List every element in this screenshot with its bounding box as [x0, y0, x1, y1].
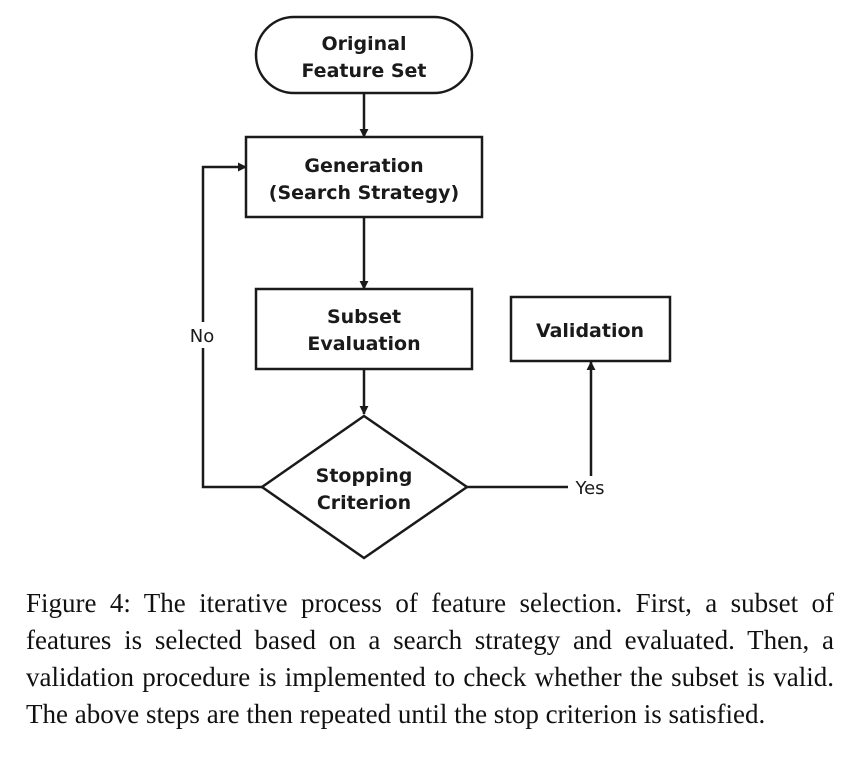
node-original-line2: Feature Set [301, 60, 426, 82]
edge-label-yes: Yes [574, 478, 604, 499]
figure-caption: Figure 4: The iterative process of featu… [26, 588, 834, 729]
edge-stopping-yes-to-validation [467, 361, 596, 489]
no-label-background [184, 322, 222, 348]
node-stopping-line2: Criterion [317, 492, 411, 514]
yes-label-background [568, 476, 612, 500]
node-original-line1: Original [321, 33, 406, 55]
node-validation-line1: Validation [536, 320, 644, 342]
node-evaluation-line2: Evaluation [307, 333, 420, 355]
node-original-feature-set: Original Feature Set [254, 15, 474, 95]
node-evaluation-line1: Subset [327, 306, 401, 328]
feature-selection-flowchart: Original Feature Set Generation (Search … [184, 15, 672, 560]
node-subset-evaluation: Subset Evaluation [254, 287, 474, 371]
node-stopping-line1: Stopping [316, 465, 413, 487]
node-stopping-criterion: Stopping Criterion [259, 414, 470, 560]
node-generation: Generation (Search Strategy) [244, 135, 484, 219]
node-generation-line2: (Search Strategy) [269, 182, 459, 204]
node-generation-line1: Generation [304, 155, 423, 177]
edge-label-no: No [190, 326, 214, 347]
node-validation: Validation [509, 295, 672, 363]
